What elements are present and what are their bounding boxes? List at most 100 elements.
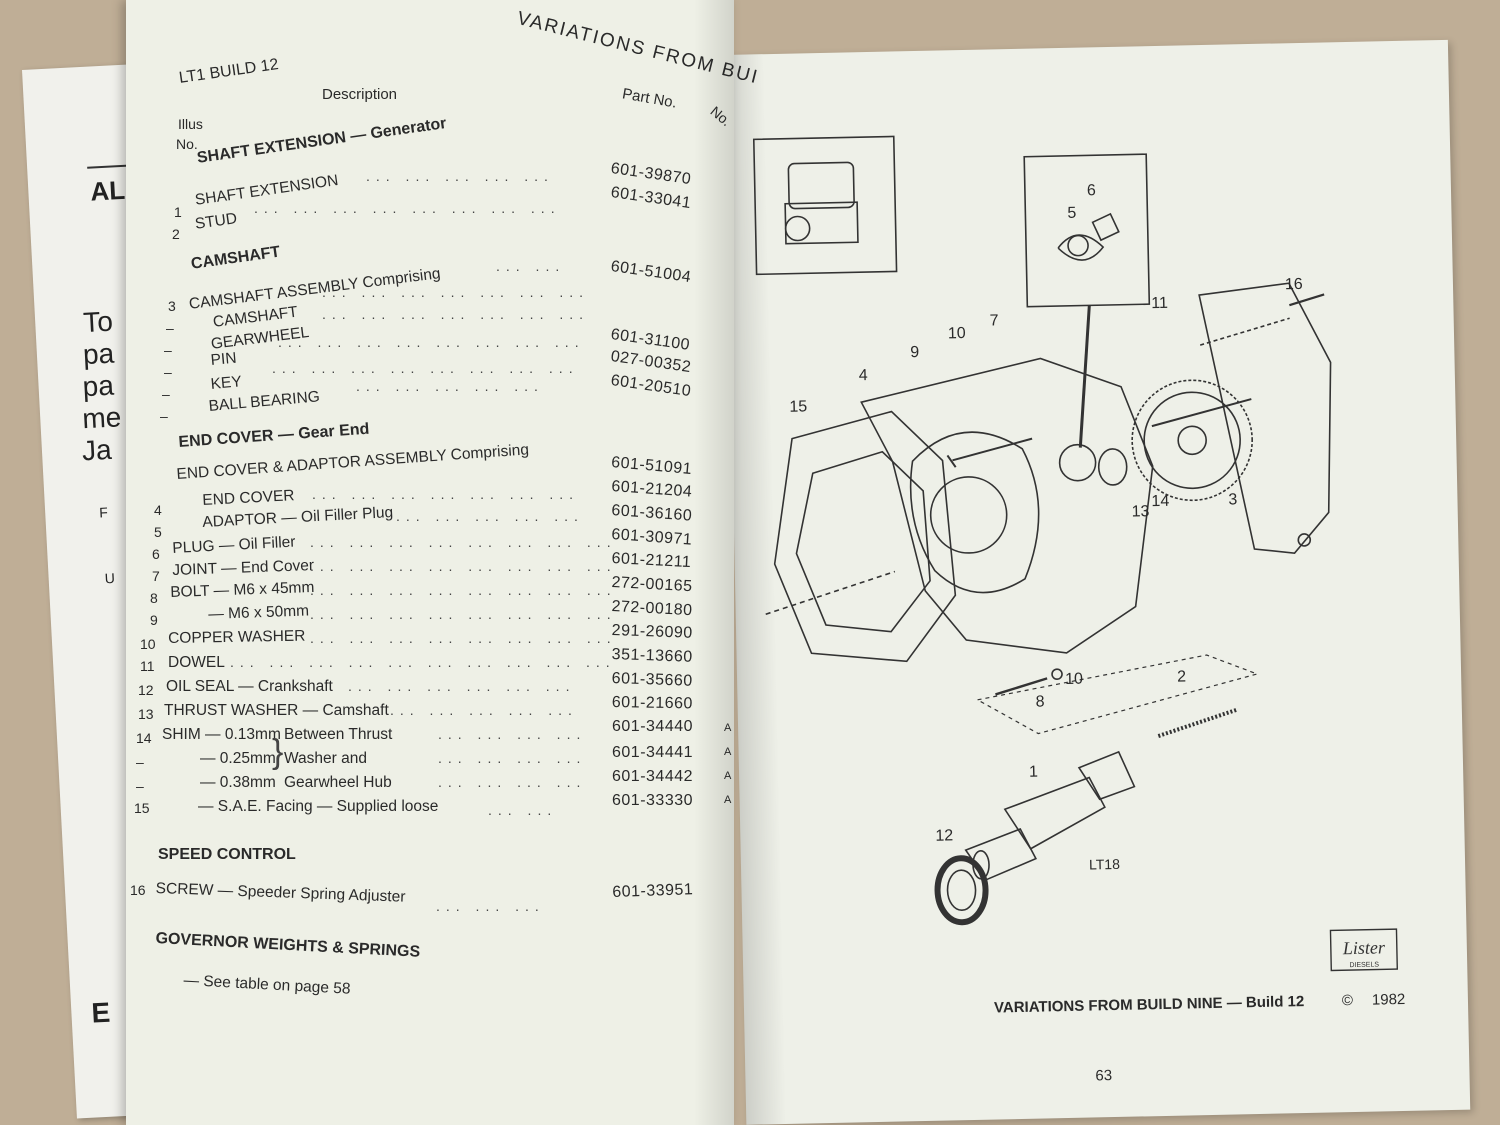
section-title: SPEED CONTROL: [158, 846, 296, 863]
callout: 5: [1067, 205, 1076, 222]
callout: 8: [1035, 693, 1044, 710]
item-desc: END COVER: [202, 487, 295, 509]
item-desc: KEY: [210, 373, 243, 393]
part-no: 601-33041: [609, 184, 693, 213]
leader-dots: ... ... ... ... ...: [366, 168, 554, 184]
diagram-code: LT18: [1089, 856, 1120, 873]
illus-no: 4: [154, 502, 162, 518]
margin-mark: A: [724, 722, 732, 734]
item-desc: — M6 x 50mm: [208, 602, 310, 623]
parts-list: VARIATIONS FROM BUI LT1 BUILD 12 Illus N…: [126, 0, 761, 1125]
leader-dots: ... ... ...: [436, 898, 545, 914]
illus-no: 3: [168, 298, 176, 314]
part-no: 601-34442: [612, 768, 694, 785]
item-desc: STUD: [194, 210, 239, 233]
leader-dots: ... ... ... ... ... ... ...: [312, 486, 580, 502]
illus-no: 14: [136, 730, 152, 746]
svg-text:DIESELS: DIESELS: [1349, 961, 1379, 969]
plug-inset-frame: [1023, 153, 1151, 308]
item-desc: DOWEL: [168, 654, 225, 671]
illus-no: 6: [152, 546, 160, 562]
running-head: VARIATIONS FROM BUI: [514, 8, 762, 89]
item-desc: SHIM — 0.13mm: [162, 726, 281, 743]
background-fragment: pa: [82, 337, 115, 371]
section-title: SHAFT EXTENSION — Generator: [196, 114, 448, 167]
illus-no: 11: [140, 658, 155, 674]
callout: 7: [989, 312, 998, 329]
leader-dots: ... ... ... ... ...: [356, 378, 544, 394]
left-page: VARIATIONS FROM BUI LT1 BUILD 12 Illus N…: [126, 0, 761, 1125]
illus-no: –: [160, 408, 168, 424]
item-desc: — 0.25mm: [200, 750, 276, 767]
callout: 10: [1065, 671, 1083, 688]
illus-no: 2: [172, 226, 180, 242]
illus-no: 10: [140, 636, 156, 652]
section-title: GOVERNOR WEIGHTS & SPRINGS: [155, 930, 421, 961]
part-no: 601-34440: [612, 718, 694, 735]
leader-dots: ... ... ... ...: [438, 750, 587, 766]
part-no: 351-13660: [611, 646, 693, 666]
col-illus-header-no: No.: [176, 136, 198, 152]
part-no: 601-51091: [610, 454, 693, 478]
leader-dots: ... ... ... ... ... ... ... ...: [310, 630, 617, 646]
background-fragment: To: [82, 305, 114, 339]
leader-dots: ... ... ... ... ... ... ...: [322, 284, 590, 300]
part-no: 601-51004: [609, 258, 693, 287]
item-desc: PIN: [210, 349, 238, 369]
illus-no: 9: [150, 612, 158, 628]
callout: 9: [910, 344, 919, 361]
callout: 13: [1131, 503, 1149, 520]
part-no: 601-34441: [612, 744, 694, 761]
right-page: 1 2 3 4 5 6 7 8 9 10 10 11 12 13 14 15 1…: [724, 39, 1471, 1125]
item-desc: THRUST WASHER — Camshaft: [164, 702, 389, 719]
background-fragment: F: [98, 504, 109, 521]
svg-text:Lister: Lister: [1342, 937, 1386, 958]
part-no: 272-00165: [611, 574, 693, 596]
background-fragment: E: [90, 996, 111, 1029]
callout: 14: [1151, 493, 1169, 510]
col-part-header: Part No.: [620, 85, 679, 112]
callout: 2: [1177, 668, 1186, 685]
page-number: 63: [1095, 1067, 1113, 1085]
leader-dots: ... ... ... ...: [438, 774, 587, 790]
callout: 11: [1151, 295, 1168, 312]
callout: 15: [789, 398, 807, 415]
part-no: 601-33330: [612, 792, 694, 809]
leader-dots: ... ...: [488, 802, 558, 818]
margin-mark: A: [724, 770, 732, 782]
leader-dots: ... ... ... ... ... ... ... ...: [272, 360, 579, 376]
section-title: CAMSHAFT: [190, 243, 282, 273]
part-no: 601-21660: [611, 694, 694, 713]
callout: 10: [948, 325, 966, 342]
background-fragment: pa: [81, 369, 115, 403]
illus-no: 8: [150, 590, 158, 606]
leader-dots: ... ... ... ... ... ... ... ...: [278, 334, 585, 350]
section-title: END COVER — Gear End: [178, 420, 370, 451]
leader-dots: ... ... ... ... ... ...: [348, 678, 576, 694]
item-desc: — 0.38mm: [200, 774, 276, 791]
col-illus-header: Illus: [178, 116, 203, 132]
item-desc: OIL SEAL — Crankshaft: [166, 678, 333, 695]
item-desc: BOLT — M6 x 45mm: [170, 578, 315, 601]
part-no: 601-20510: [609, 372, 693, 401]
leader-dots: ... ... ... ... ...: [390, 702, 578, 718]
part-no: 601-21211: [611, 550, 692, 572]
shim-note: Washer and: [284, 750, 367, 767]
part-no: 291-26090: [611, 622, 693, 642]
illus-no: 1: [174, 204, 182, 220]
illus-no: 15: [134, 800, 150, 816]
illus-no: –: [136, 754, 144, 770]
illus-no: –: [166, 320, 174, 336]
leader-dots: ... ... ... ...: [438, 726, 587, 742]
illus-no: –: [164, 364, 172, 380]
illus-no: 7: [152, 568, 160, 584]
shim-note: Between Thrust: [284, 726, 393, 743]
part-no: 272-00180: [611, 598, 693, 620]
lister-logo: Lister DIESELS: [1329, 928, 1399, 972]
shim-note: Gearwheel Hub: [284, 774, 392, 791]
part-no: 601-36160: [610, 502, 693, 525]
leader-dots: ... ... ... ... ... ... ... ...: [310, 558, 617, 574]
margin-mark: A: [724, 794, 732, 806]
item-desc: COPPER WASHER: [168, 627, 306, 647]
shim-brace: }: [272, 733, 284, 771]
